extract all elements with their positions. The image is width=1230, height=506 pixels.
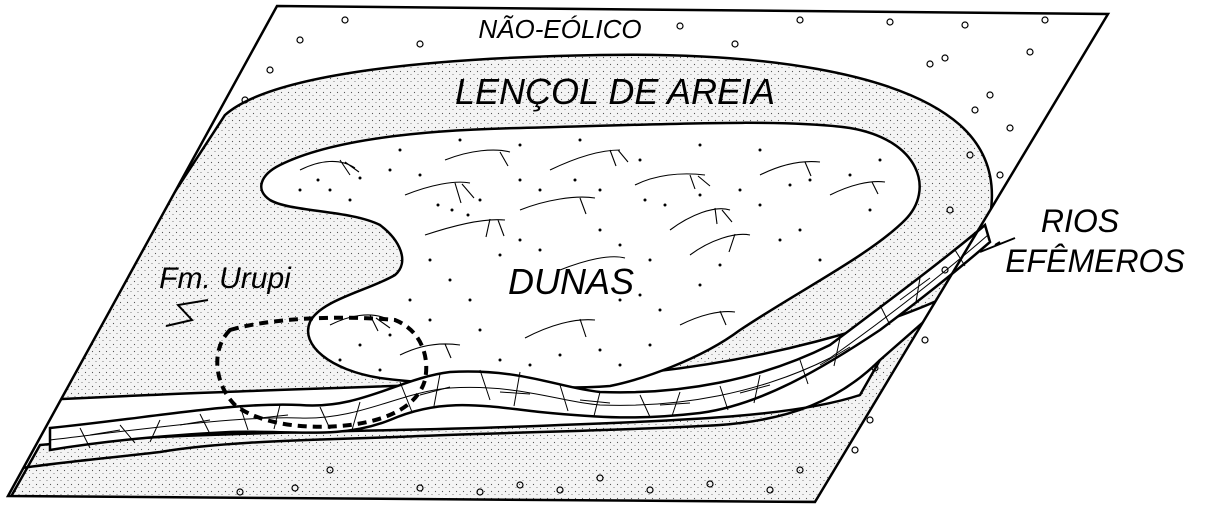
- fm-urupi-pointer: [165, 299, 209, 327]
- lencol-de-areia-lower: [8, 289, 962, 502]
- rios-pointer: [979, 237, 1016, 253]
- label-dunas: DUNAS: [508, 261, 634, 302]
- lower-sheet-boundary: [8, 359, 881, 472]
- label-fm-urupi: Fm. Urupi: [159, 262, 292, 295]
- nao-eolico-circles: [236, 16, 1049, 496]
- block-outline: [5, 4, 1111, 504]
- label-rios: RIOS: [1041, 203, 1119, 239]
- label-nao-eolico: NÃO-EÓLICO: [478, 14, 641, 44]
- dune-crests: [299, 149, 886, 359]
- dune-dots: [298, 138, 882, 377]
- dunas-area: [260, 121, 921, 389]
- label-lencol-de-areia: LENÇOL DE AREIA: [455, 71, 775, 112]
- fm-urupi-outline: [215, 315, 429, 429]
- label-efemeros: EFÊMEROS: [1005, 243, 1185, 279]
